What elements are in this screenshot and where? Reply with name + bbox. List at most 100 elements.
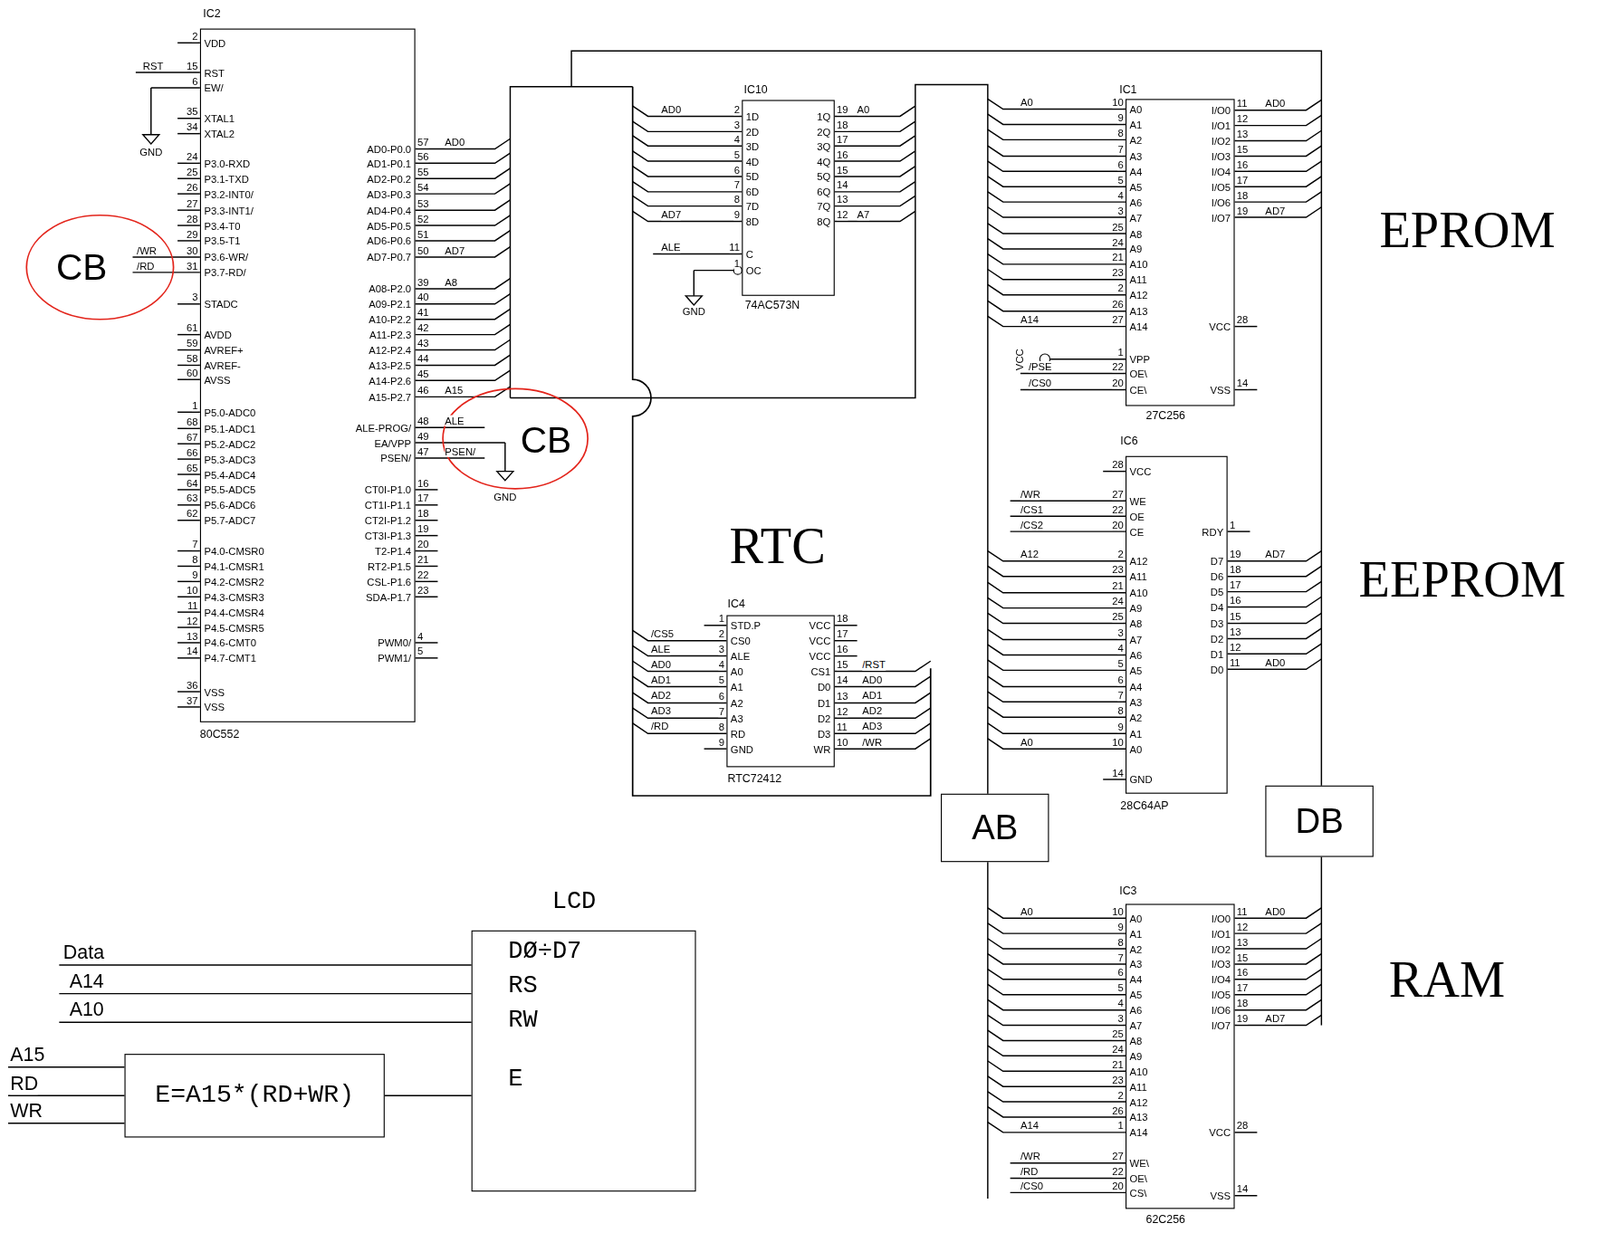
net-label: ALE <box>661 241 681 253</box>
wire <box>632 630 728 641</box>
pin-name: I/O5 <box>1211 989 1231 1003</box>
pin-number: 27 <box>186 198 199 210</box>
pin-number: 16 <box>417 477 430 489</box>
pin-number: 15 <box>186 59 199 71</box>
pin-number: 14 <box>1236 377 1249 389</box>
wire <box>987 129 1126 140</box>
pin-number: 13 <box>1236 128 1249 140</box>
pin-name: VDD <box>203 38 226 51</box>
pin-name: AD6-P0.6 <box>366 235 412 249</box>
pin-name: 4Q <box>816 155 831 169</box>
pin-name: I/O0 <box>1211 913 1231 927</box>
pin-name: T2-P1.4 <box>374 546 412 559</box>
pin-name: A11 <box>1129 571 1147 585</box>
pin-name: A5 <box>1129 989 1142 1003</box>
pin-number: 11 <box>1229 657 1241 669</box>
rtc-bus <box>632 86 931 796</box>
pin-number: 10 <box>1111 96 1124 108</box>
pin-number: 15 <box>1236 951 1249 963</box>
pin-name: GND <box>730 744 754 757</box>
part-ref: IC6 <box>1120 434 1138 448</box>
wire <box>987 284 1126 295</box>
wire <box>987 1122 1126 1133</box>
pin-number: 64 <box>186 477 199 489</box>
wire <box>632 210 743 221</box>
wire <box>1010 1192 1126 1194</box>
pin-name: A3 <box>1129 151 1142 164</box>
bus-tag: CB <box>56 249 107 287</box>
wire <box>987 239 1126 250</box>
pin-number: 21 <box>1111 580 1124 592</box>
wire <box>415 550 439 552</box>
pin-name: A12 <box>1129 289 1148 303</box>
pin-number: 63 <box>186 492 199 504</box>
wire <box>415 504 439 506</box>
pin-name: D1 <box>1210 649 1224 662</box>
pin-name: I/O6 <box>1211 1005 1231 1018</box>
net-label: AD2 <box>651 689 671 701</box>
wire <box>415 215 511 226</box>
wire <box>415 324 511 335</box>
pin-number: 6 <box>734 163 740 175</box>
net-label: A8 <box>444 276 458 288</box>
pin-name: AD7-P0.7 <box>366 251 412 265</box>
pin-number: 57 <box>417 136 430 148</box>
wire <box>693 270 695 297</box>
pin-name: A3 <box>1129 697 1142 710</box>
pin-name: A1 <box>730 681 744 695</box>
pin-name: I/O2 <box>1211 135 1231 149</box>
cb-ellipse: CB <box>441 387 589 490</box>
ic-chip: IC362C256A0A1A2A3A4A5A6A7A8A9A10A11A12A1… <box>1125 903 1236 1209</box>
pin-number: 18 <box>417 507 430 519</box>
wire <box>834 708 931 719</box>
pin-number: 7 <box>1117 689 1123 701</box>
wire <box>987 565 1126 576</box>
wire <box>177 334 201 336</box>
pin-name: A6 <box>1129 650 1142 663</box>
pin-number: 60 <box>186 367 199 379</box>
wire <box>987 999 1126 1010</box>
wire <box>987 114 1126 125</box>
pin-number: 1 <box>718 613 725 624</box>
pin-number: 3 <box>718 643 725 655</box>
part-ref: IC4 <box>727 596 745 610</box>
wire <box>415 294 511 305</box>
pin-name: VSS <box>1210 384 1232 398</box>
net-label: AD1 <box>651 674 671 686</box>
pin-name: AD4-P0.4 <box>366 205 412 219</box>
wire <box>987 1092 1126 1102</box>
pin-number: 37 <box>186 694 199 706</box>
wire <box>704 747 728 749</box>
pin-name: A2 <box>730 698 744 711</box>
net-label: GND <box>682 306 706 317</box>
pin-name: 8Q <box>816 216 831 230</box>
pin-name: P4.0-CMSR0 <box>203 546 264 559</box>
pin-name: 5D <box>746 171 759 184</box>
net-label: /PSE <box>1028 361 1053 373</box>
pin-number: 59 <box>186 337 199 349</box>
pin-name: A11 <box>1129 274 1147 288</box>
pin-name: A12 <box>1129 1096 1148 1110</box>
pin-name: AD2-P0.2 <box>366 173 412 187</box>
pin-number: 3 <box>1117 627 1123 639</box>
wire <box>177 488 201 490</box>
pin-number: 19 <box>1236 1013 1249 1025</box>
pin-number: 17 <box>1236 174 1249 186</box>
pin-name: I/O2 <box>1211 943 1231 957</box>
pin-name: P4.4-CMSR4 <box>203 607 264 621</box>
wire <box>177 550 201 552</box>
pin-name: A7 <box>1129 1020 1142 1034</box>
wire <box>987 969 1126 980</box>
wire <box>415 488 439 490</box>
pin-number: 2 <box>1117 548 1123 560</box>
part-number: 27C256 <box>1146 409 1186 422</box>
wire <box>834 738 931 749</box>
box-text: DB <box>1294 802 1343 841</box>
wire <box>177 303 201 305</box>
wire <box>177 349 201 351</box>
ic-chip: IC127C256A0A1A2A3A4A5A6A7A8A9A10A11A12A1… <box>1125 98 1236 406</box>
pin-name: A14-P2.6 <box>368 375 412 389</box>
wire <box>987 300 1126 311</box>
net-label: /WR <box>1020 1150 1041 1162</box>
